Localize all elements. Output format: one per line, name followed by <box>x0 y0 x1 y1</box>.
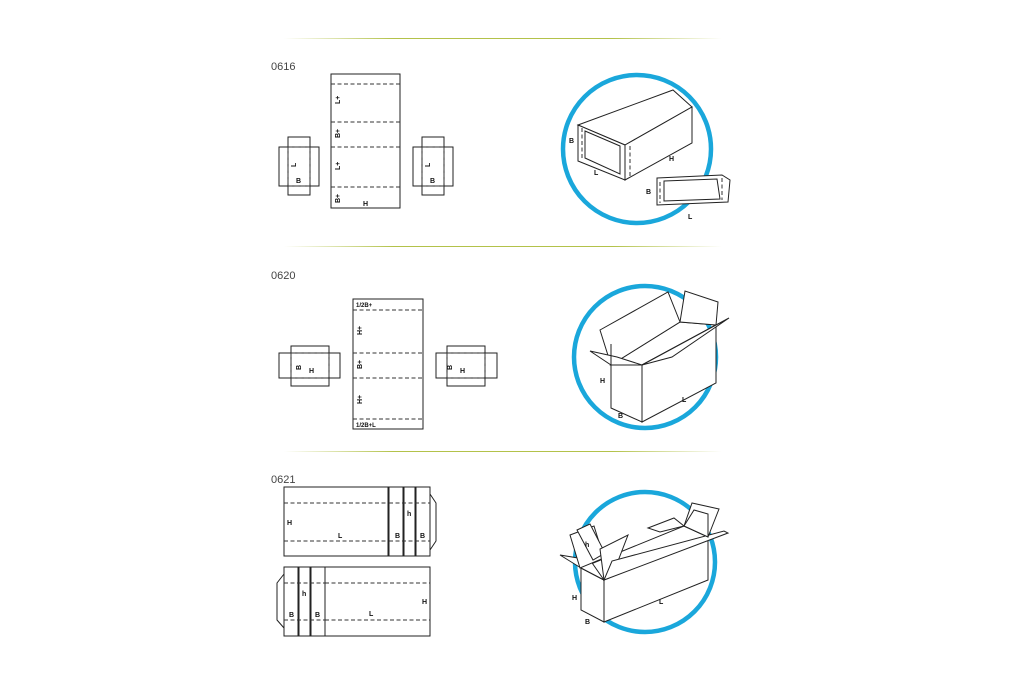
flat-label: L <box>425 162 432 167</box>
flat-label: B+ <box>335 194 342 203</box>
flat-label: h <box>302 591 306 598</box>
flat-label: B <box>447 365 454 370</box>
iso-label: B <box>646 189 651 196</box>
flat-label: B <box>420 533 425 540</box>
flat-label: H <box>309 368 314 375</box>
iso-label: B <box>618 413 623 420</box>
iso-label: H <box>600 378 605 385</box>
iso-label: H <box>669 156 674 163</box>
highlight-circle <box>560 72 714 226</box>
flat-label: B <box>296 365 303 370</box>
flat-label: L <box>369 611 374 618</box>
flat-label: L+ <box>335 162 342 170</box>
flat-label: L <box>338 533 343 540</box>
flat-label: 1/2B+ <box>356 303 373 309</box>
flat-label: B <box>430 178 435 185</box>
flat-label: H <box>287 520 292 527</box>
iso-view-0621: h H B L <box>559 489 730 635</box>
flat-label: H <box>363 201 368 208</box>
flat-layout-0616: L+ B+ L+ B+ H L B L B <box>278 73 454 209</box>
flat-label: H <box>422 599 427 606</box>
flat-label: H <box>460 368 465 375</box>
flat-label: L+ <box>335 96 342 104</box>
flat-label: B <box>395 533 400 540</box>
iso-view-0620: H B L <box>571 283 730 431</box>
flat-layout-0621: H L h B B h B B L H <box>276 486 437 637</box>
flat-label: B <box>289 612 294 619</box>
flat-label: H+ <box>357 326 364 335</box>
iso-label: L <box>594 170 599 177</box>
flat-label: B+ <box>357 360 364 369</box>
separator-2 <box>284 451 722 452</box>
flat-label: H+ <box>357 395 364 404</box>
iso-label: L <box>688 214 693 221</box>
iso-label: B <box>585 619 590 626</box>
iso-view-0616: B H L B L <box>560 72 731 226</box>
flat-label: B <box>315 612 320 619</box>
section-code-0621: 0621 <box>271 474 296 486</box>
separator-top <box>284 38 722 39</box>
iso-label: h <box>585 542 589 549</box>
flat-label: L <box>291 162 298 167</box>
flat-label: B+ <box>335 129 342 138</box>
iso-label: B <box>569 138 574 145</box>
section-code-0620: 0620 <box>271 270 296 282</box>
flat-layout-0620: 1/2B+ H+ B+ H+ 1/2B+L B H B H <box>278 298 498 430</box>
flat-label: B <box>296 178 301 185</box>
flat-label: 1/2B+L <box>356 423 376 429</box>
iso-label: L <box>682 397 687 404</box>
flat-label: h <box>407 511 411 518</box>
section-code-0616: 0616 <box>271 61 296 73</box>
separator-1 <box>284 246 722 247</box>
iso-label: H <box>572 595 577 602</box>
iso-label: L <box>659 599 664 606</box>
